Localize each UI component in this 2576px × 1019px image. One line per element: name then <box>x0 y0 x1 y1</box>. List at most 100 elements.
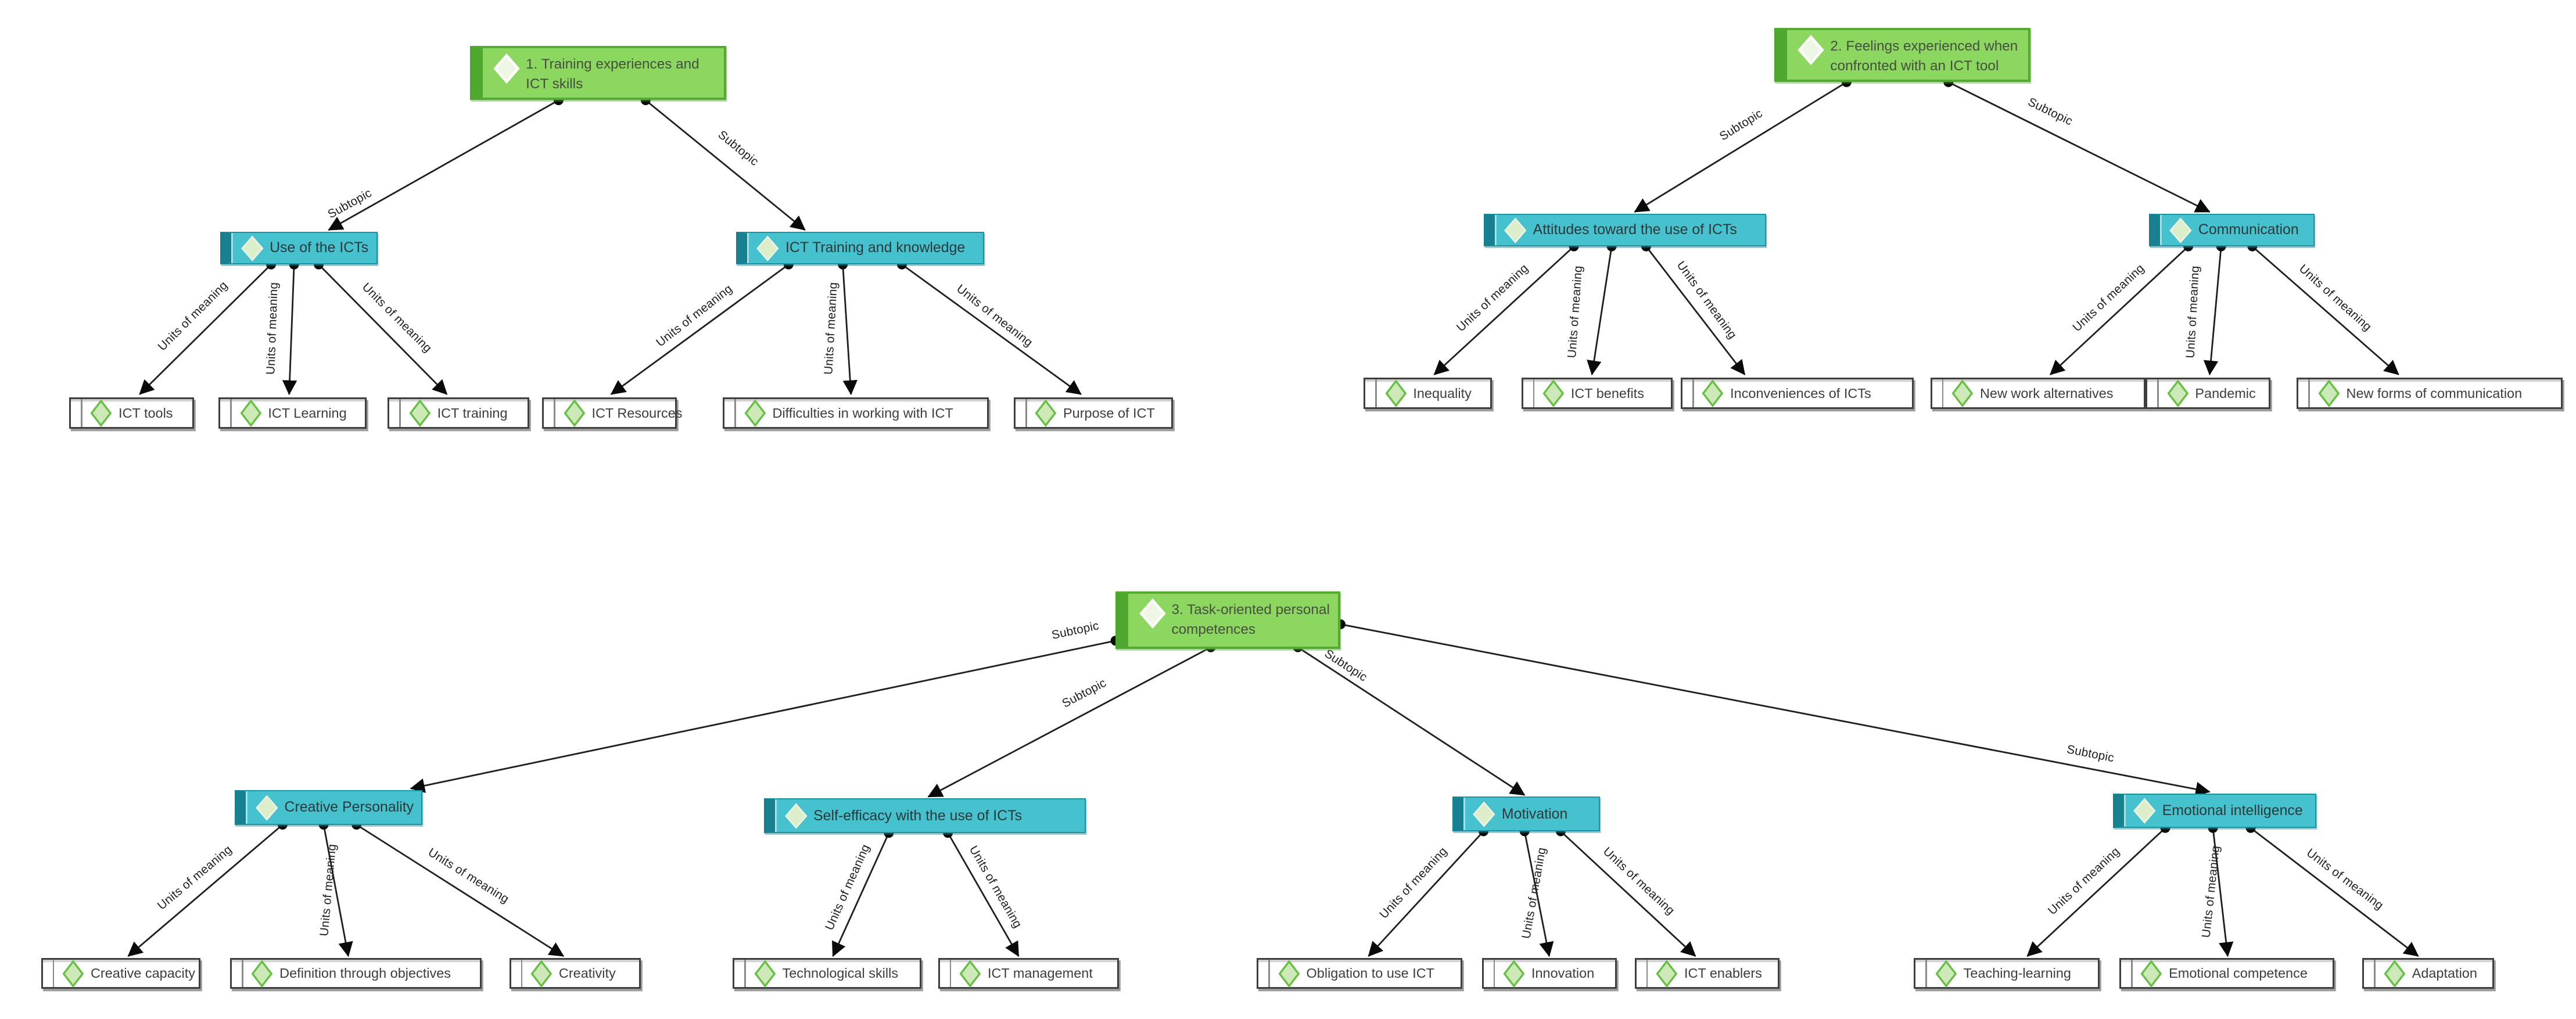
topic-label: 2. Feelings experienced when confronted … <box>1830 38 2018 74</box>
unit-node-obligation-to-use-ict[interactable]: Obligation to use ICT <box>1257 957 1462 989</box>
unit-node-ict-learning[interactable]: ICT Learning <box>218 397 367 429</box>
edge-line[interactable] <box>2203 246 2222 376</box>
edge-line[interactable] <box>645 99 806 231</box>
unit-node-purpose-of-ict[interactable]: Purpose of ICT <box>1013 397 1174 429</box>
edge-label: Subtopic <box>2026 95 2075 128</box>
category-label: Use of the ICTs <box>270 239 369 256</box>
unit-node-inconveniences-of-icts[interactable]: Inconveniences of ICTs <box>1680 378 1914 410</box>
edge-line[interactable] <box>2250 827 2419 957</box>
unit-node-ict-training[interactable]: ICT training <box>388 397 529 429</box>
edge-label: Units of meaning <box>426 845 511 906</box>
category-node-ict-training-and-knowledge[interactable]: ICT Training and knowledge <box>736 231 984 265</box>
unit-label: Pandemic <box>2195 385 2256 401</box>
edge-line[interactable] <box>1433 246 1574 375</box>
unit-diamond-icon <box>2141 959 2162 988</box>
unit-node-emotional-competence[interactable]: Emotional competence <box>2119 957 2335 989</box>
unit-label: Adaptation <box>2412 965 2477 981</box>
category-node-attitudes-toward-the-use-of-icts[interactable]: Attitudes toward the use of ICTs <box>1483 213 1766 247</box>
edge-label: Units of meaning <box>2184 265 2202 358</box>
category-label: Creative Personality <box>284 799 414 816</box>
unit-diamond-icon <box>744 399 766 427</box>
unit-node-pandemic[interactable]: Pandemic <box>2146 378 2271 410</box>
category-node-creative-personality[interactable]: Creative Personality <box>235 790 422 825</box>
topic-node-training-experiences[interactable]: 1. Training experiences and ICT skills <box>469 46 726 101</box>
edge-line[interactable] <box>2050 246 2189 375</box>
edge-line[interactable] <box>1587 246 1613 376</box>
edge-line[interactable] <box>832 833 890 957</box>
unit-node-adaptation[interactable]: Adaptation <box>2362 957 2494 989</box>
unit-node-ict-benefits[interactable]: ICT benefits <box>1521 378 1673 410</box>
edge-line[interactable] <box>2212 828 2234 957</box>
edge-line[interactable] <box>328 99 559 231</box>
edge-line[interactable] <box>1368 830 1484 957</box>
unit-label: ICT training <box>437 405 508 421</box>
unit-diamond-icon <box>62 959 84 988</box>
edge-label: Units of meaning <box>2046 845 2122 917</box>
edge-line[interactable] <box>282 264 297 396</box>
category-node-emotional-intelligence[interactable]: Emotional intelligence <box>2112 793 2317 828</box>
edge-label: Subtopic <box>2066 742 2115 765</box>
unit-diamond-icon <box>1542 379 1565 407</box>
edge-line[interactable] <box>901 264 1082 395</box>
unit-node-creative-capacity[interactable]: Creative capacity <box>41 957 200 989</box>
unit-node-ict-resources[interactable]: ICT Resources <box>542 397 683 429</box>
unit-label: Obligation to use ICT <box>1306 965 1435 981</box>
edge-line[interactable] <box>842 264 858 396</box>
edge-line[interactable] <box>1560 830 1696 957</box>
topic-node-feelings-experienced[interactable]: 2. Feelings experienced when confronted … <box>1774 28 2031 82</box>
category-label: Motivation <box>1501 805 1568 822</box>
edge-line[interactable] <box>2251 246 2399 375</box>
unit-diamond-icon <box>564 399 585 427</box>
unit-node-teaching-learning[interactable]: Teaching-learning <box>1914 957 2100 989</box>
unit-diamond-icon <box>2167 379 2188 407</box>
edge-line[interactable] <box>1523 831 1554 957</box>
edge-line[interactable] <box>610 264 790 395</box>
unit-label: ICT management <box>987 965 1093 981</box>
unit-node-new-work-alternatives[interactable]: New work alternatives <box>1930 378 2146 410</box>
unit-label: New forms of communication <box>2346 385 2523 401</box>
category-node-self-efficacy-with-the-use-of-icts[interactable]: Self-efficacy with the use of ICTs <box>763 798 1086 833</box>
unit-node-innovation[interactable]: Innovation <box>1481 957 1617 989</box>
category-label: Self-efficacy with the use of ICTs <box>813 807 1022 824</box>
edge-line[interactable] <box>356 824 565 957</box>
unit-node-inequality[interactable]: Inequality <box>1364 378 1492 410</box>
category-node-motivation[interactable]: Motivation <box>1452 796 1601 831</box>
edge-label: Units of meaning <box>264 282 281 375</box>
edge-line[interactable] <box>322 824 353 957</box>
category-node-communication[interactable]: Communication <box>2148 213 2315 247</box>
edge-line[interactable] <box>1645 246 1746 375</box>
category-node-use-of-the-icts[interactable]: Use of the ICTs <box>220 231 378 265</box>
edge-line[interactable] <box>1634 81 1847 213</box>
unit-label: New work alternatives <box>1979 385 2114 401</box>
edge-line[interactable] <box>947 832 1020 957</box>
edge-line[interactable] <box>1340 623 2211 796</box>
edge-line[interactable] <box>927 646 1211 798</box>
edge-label: Units of meaning <box>2200 845 2223 938</box>
topic-node-task-oriented-personal-competences[interactable]: 3. Task-oriented personal competences <box>1115 591 1341 649</box>
edge-line[interactable] <box>318 264 448 395</box>
unit-label: Purpose of ICT <box>1063 405 1155 421</box>
edge-line[interactable] <box>2026 827 2166 957</box>
edge-line[interactable] <box>1948 81 2211 213</box>
edge-line[interactable] <box>410 640 1116 793</box>
unit-node-new-forms-of-communication[interactable]: New forms of communication <box>2297 378 2563 410</box>
category-label: ICT Training and knowledge <box>785 239 966 256</box>
edge-line[interactable] <box>139 264 272 395</box>
unit-diamond-icon <box>1951 379 1974 407</box>
unit-node-technological-skills[interactable]: Technological skills <box>733 957 922 989</box>
unit-node-creativity[interactable]: Creativity <box>509 957 641 989</box>
edge-line[interactable] <box>127 824 284 957</box>
edge-line[interactable] <box>1297 646 1526 796</box>
unit-diamond-icon <box>252 959 273 988</box>
category-diamond-icon <box>2169 217 2192 243</box>
edge-label: Units of meaning <box>1565 265 1585 359</box>
unit-diamond-icon <box>2318 379 2340 407</box>
edge-label: Units of meaning <box>654 282 735 349</box>
unit-node-ict-enablers[interactable]: ICT enablers <box>1634 957 1779 989</box>
unit-diamond-icon <box>240 399 261 427</box>
category-diamond-icon <box>1473 801 1495 827</box>
unit-node-ict-tools[interactable]: ICT tools <box>69 397 194 429</box>
unit-node-ict-management[interactable]: ICT management <box>938 957 1119 989</box>
unit-node-difficulties-in-working-with-ict[interactable]: Difficulties in working with ICT <box>723 397 989 429</box>
unit-node-definition-through-objectives[interactable]: Definition through objectives <box>229 957 482 989</box>
